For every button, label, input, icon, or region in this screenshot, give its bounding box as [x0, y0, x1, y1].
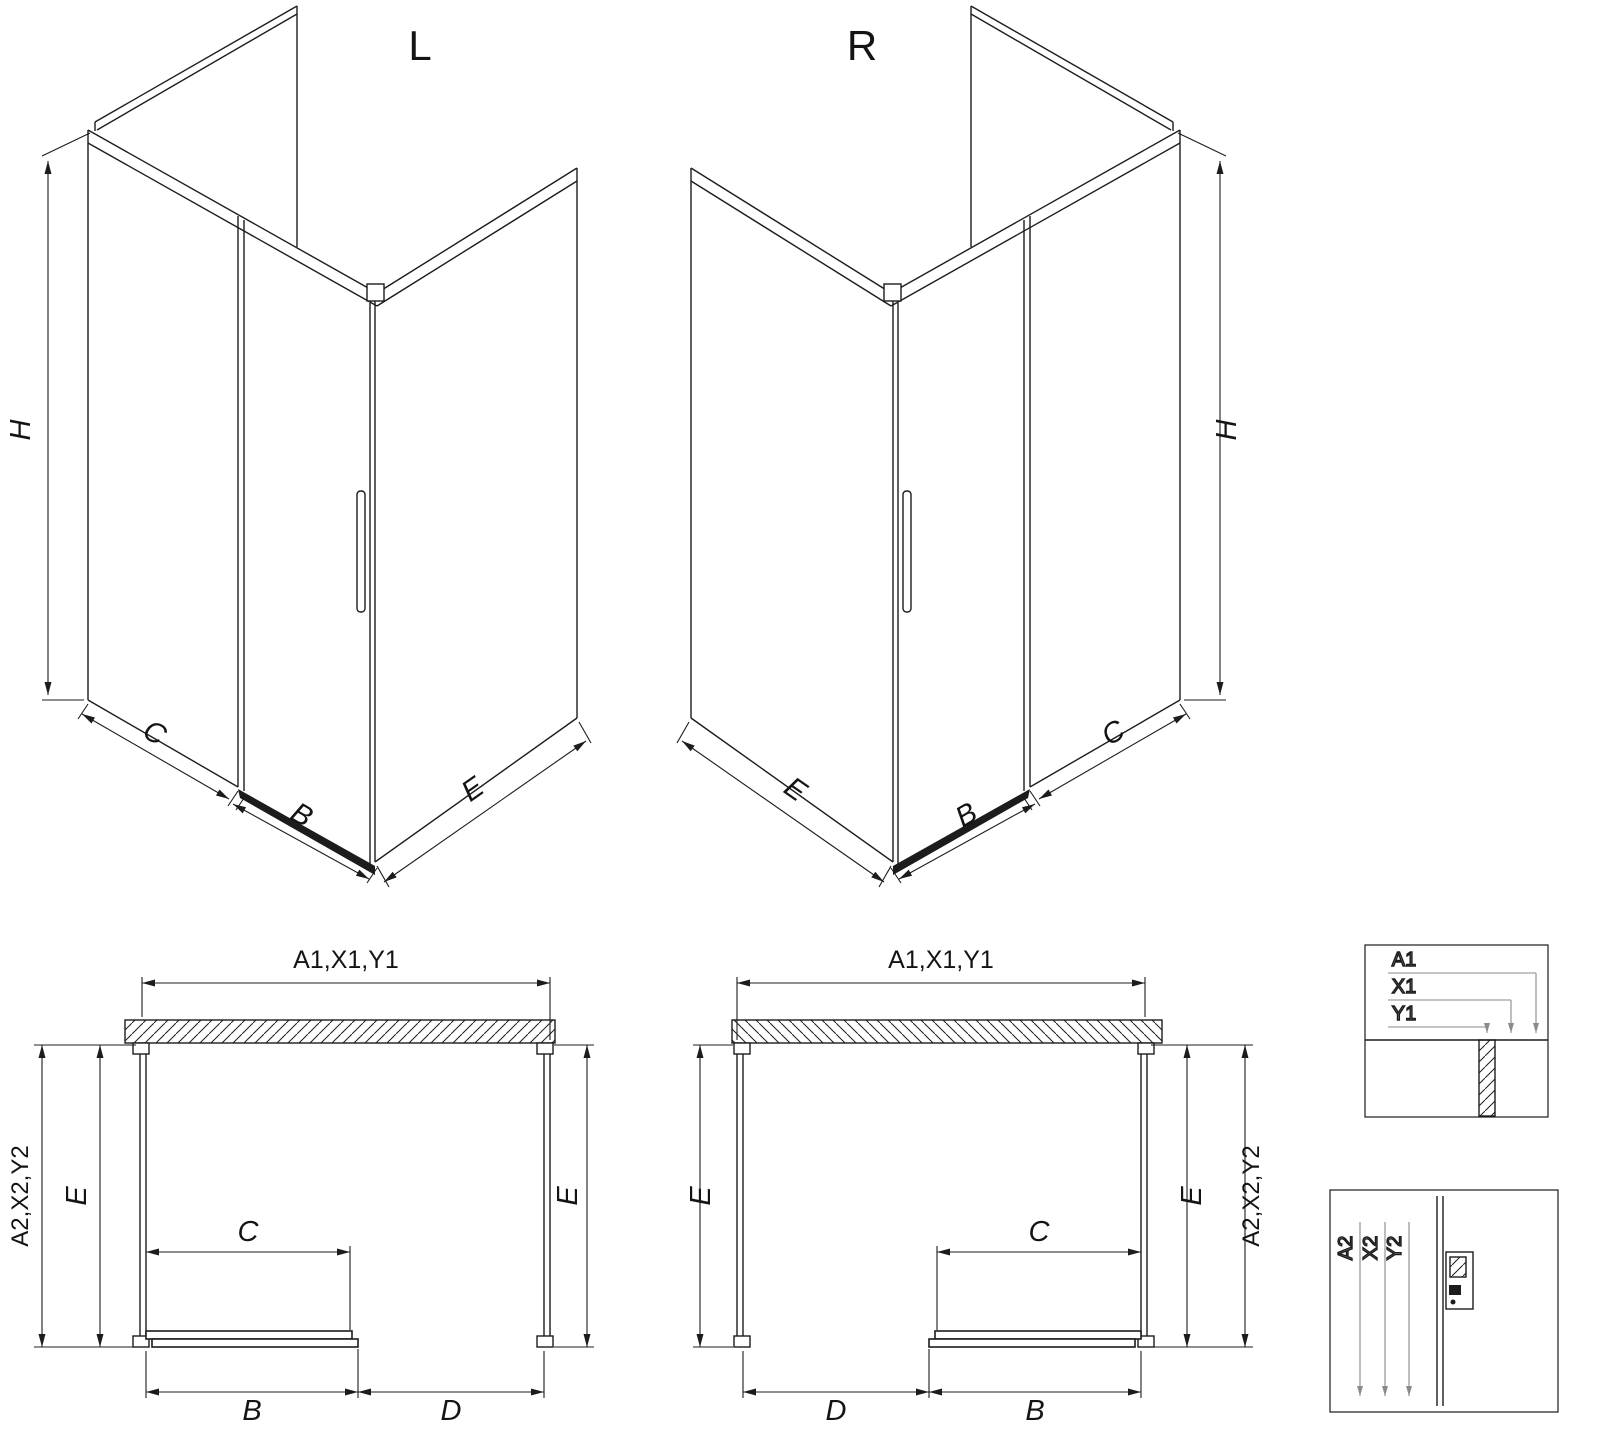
detail-top-leaders [1388, 972, 1539, 1033]
plan-left-top-dim: A1,X1,Y1 [293, 946, 399, 974]
dim-label-e-right: E [778, 771, 813, 809]
dim-label-b-right: B [950, 797, 983, 834]
dim-label-c-right: C [1096, 714, 1131, 753]
plan-right-e-left: E [685, 1186, 717, 1206]
plan-left-c-dim: C [238, 1216, 260, 1248]
dim-label-h-left: H [5, 419, 37, 440]
plan-right-geometry [693, 977, 1253, 1398]
dim-label-e-left: E [456, 771, 491, 809]
glass-section-strip [1478, 1039, 1496, 1117]
detail-bottom-frame [1329, 1189, 1559, 1413]
plan-left-geometry [34, 977, 594, 1398]
dim-label-b-left: B [285, 797, 318, 834]
detail-section-top: A1 X1 Y1 [1364, 944, 1549, 1118]
plan-view-left: A1,X1,Y1 A2,X2,Y2 E E C B D [7, 946, 594, 1427]
detail-label-a1: A1 [1392, 949, 1416, 971]
detail-label-y2: Y2 [1384, 1236, 1406, 1260]
plan-right-top-dim: A1,X1,Y1 [888, 946, 994, 974]
plan-left-e-right: E [552, 1186, 584, 1206]
detail-label-x2: X2 [1360, 1236, 1382, 1260]
detail-bottom-leaders [1357, 1222, 1412, 1396]
dim-label-h-right: H [1211, 419, 1243, 440]
iso-left-geometry [42, 6, 591, 887]
iso-right-geometry [677, 6, 1226, 887]
detail-label-a2: A2 [1335, 1236, 1357, 1260]
plan-right-outer-depth-dim: A2,X2,Y2 [1238, 1145, 1265, 1246]
plan-left-outer-depth-dim: A2,X2,Y2 [7, 1145, 34, 1246]
detail-label-x1: X1 [1392, 976, 1416, 998]
plan-right-b-dim: B [1025, 1395, 1044, 1427]
iso-view-right: R H C B E [677, 6, 1243, 887]
plan-right-d-dim: D [826, 1395, 847, 1427]
plan-view-right: A1,X1,Y1 E E A2,X2,Y2 C D B [685, 946, 1265, 1427]
profile-block [1445, 1251, 1474, 1310]
detail-top-frame [1364, 944, 1549, 1118]
plan-left-e-inner: E [61, 1186, 93, 1206]
detail-section-bottom: A2 X2 Y2 [1329, 1189, 1559, 1413]
dim-label-c-left: C [137, 714, 172, 753]
plan-right-e-inner: E [1176, 1186, 1208, 1206]
plan-left-d-dim: D [441, 1395, 462, 1427]
plan-right-c-dim: C [1029, 1216, 1051, 1248]
variant-label-right: R [847, 22, 877, 69]
iso-view-left: L H C B E [5, 6, 591, 887]
variant-label-left: L [408, 22, 431, 69]
detail-label-y1: Y1 [1392, 1003, 1416, 1025]
plan-left-b-dim: B [242, 1395, 261, 1427]
